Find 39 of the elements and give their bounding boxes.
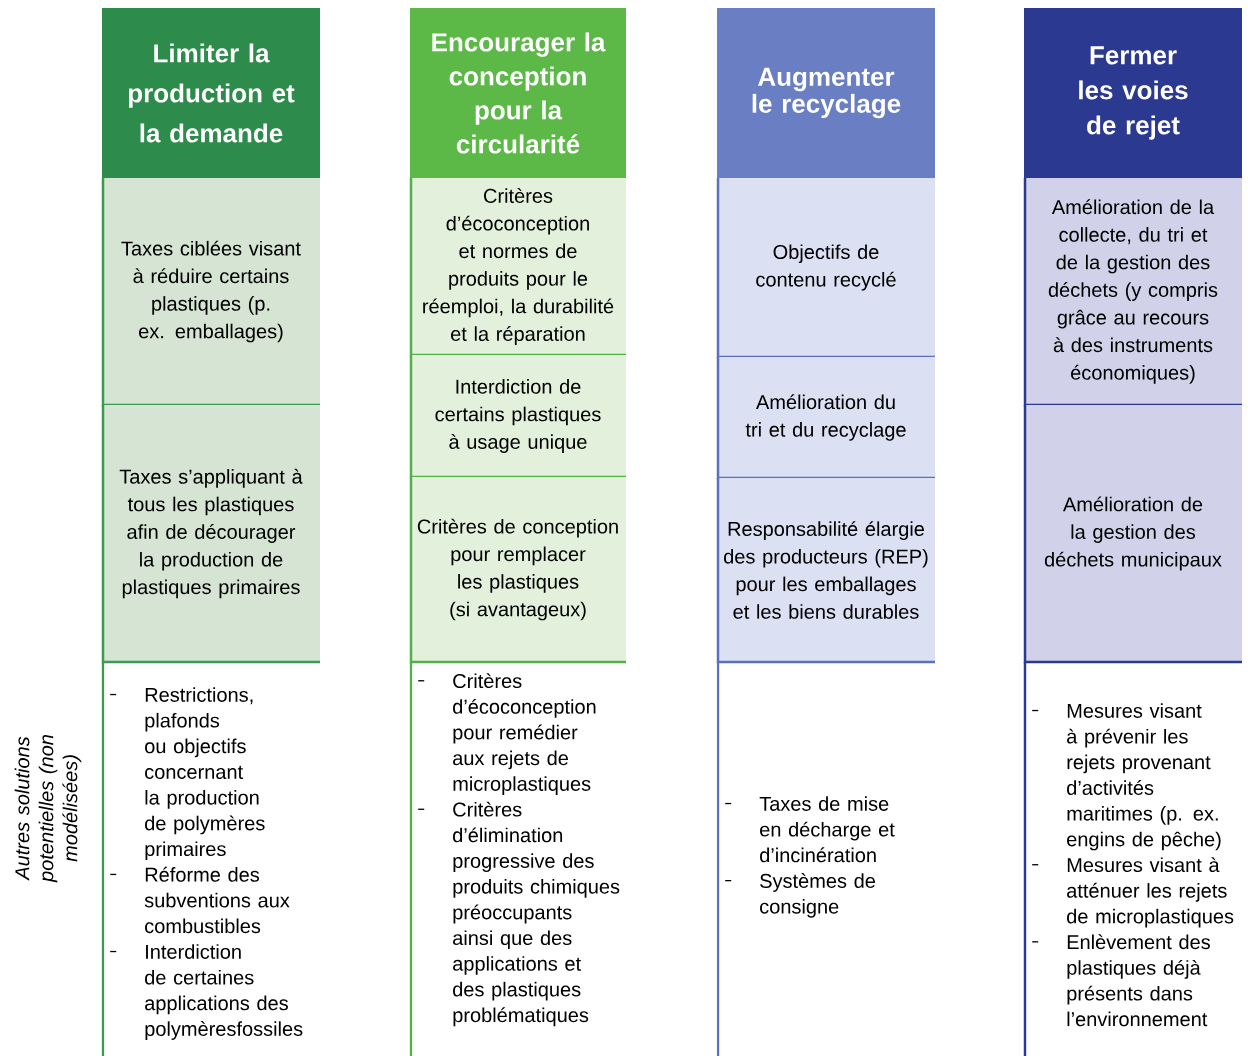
node-label: Amélioration du tri et du recyclage	[745, 394, 906, 441]
measure-cell: Objectifs de contenu recyclé	[716, 178, 935, 359]
list-item: Enlèvement des plastiques déjà présents dans l’environnement	[1067, 934, 1210, 1027]
column-header: Encourager la conception pour la circularité	[410, 8, 626, 178]
node-label: Taxes ciblées visant à réduire certains plastiques (p. ex. emballages)	[121, 240, 301, 343]
column-header: Fermer les voies de rejet	[1024, 8, 1242, 178]
list-item: Réforme des subventions aux combustibles	[144, 866, 290, 934]
bullet-list	[1023, 662, 1234, 1056]
bullet-list	[409, 662, 620, 1056]
measure-cell: Interdiction de certains plastiques à usage unique	[409, 355, 626, 479]
list-item: Restrictions, plafonds ou objectifs concernant la production de polymères primaires	[145, 687, 265, 861]
measure-cell: Amélioration du tri et du recyclage	[716, 357, 935, 480]
bullet-list	[716, 662, 895, 1056]
node-label: Amélioration de la gestion des déchets municipaux	[1044, 496, 1222, 571]
bullet-list	[101, 662, 303, 1056]
node-label: Critères d’écoconception et normes de produits pour le réemploi, la durabilité et la réparation	[423, 188, 614, 345]
measure-cell: Critères d’écoconception et normes de produits pour le réemploi, la durabilité et la réparation	[409, 178, 626, 357]
column-header: Limiter la production et la demande	[102, 8, 320, 178]
node-label: Taxes s’appliquant à tous les plastiques afin de décourager la production de plastiques primaires	[119, 468, 303, 599]
measure-cell: Taxes ciblées visant à réduire certains plastiques (p. ex. emballages)	[101, 178, 320, 407]
measure-cell: Amélioration de la collecte, du tri et de la gestion des déchets (y compris grâce au recours à des instruments économiques)	[1023, 178, 1242, 407]
list-item: Taxes de mise en décharge et d’incinération	[759, 796, 895, 863]
node-label: Objectifs de contenu recyclé	[756, 244, 896, 291]
measure-cell: Amélioration de la gestion des déchets municipaux	[1023, 405, 1242, 664]
side-label: Autres solutions potentielles (non modélisées)	[14, 735, 82, 883]
node-label: Critères de conception pour remplacer les plastiques (si avantageux)	[417, 518, 618, 621]
measure-cell: Critères de conception pour remplacer les plastiques (si avantageux)	[409, 477, 626, 664]
column-header: Augmenter le recyclage	[717, 8, 935, 178]
list-item: Critères d’élimination progressive des produits chimiques préoccupants ainsi que des applications et des plastiques problématiques	[453, 801, 620, 1027]
list-item: Systèmes de consigne	[760, 873, 875, 918]
node-label: Responsabilité élargie des producteurs (REP) pour les emballages et les biens durables	[724, 521, 928, 619]
list-item: Critères d’écoconception pour remédier aux rejets de microplastiques	[453, 673, 596, 795]
list-item: Mesures visant à atténuer les rejets de microplastiques	[1067, 857, 1234, 928]
list-item: Mesures visant à prévenir les rejets provenant d’activités maritimes (p. ex. engins de pêche)	[1067, 703, 1221, 851]
list-item: Interdiction de certaines applications des polymèresfossiles	[145, 944, 303, 1040]
node-label: Interdiction de certains plastiques à usage unique	[435, 379, 601, 453]
measure-cell: Taxes s’appliquant à tous les plastiques afin de décourager la production de plastiques primaires	[101, 405, 320, 664]
measure-cell: Responsabilité élargie des producteurs (REP) pour les emballages et les biens durables	[716, 478, 935, 664]
node-label: Amélioration de la collecte, du tri et de la gestion des déchets (y compris grâce au recours à des instruments économiques)	[1048, 199, 1218, 384]
